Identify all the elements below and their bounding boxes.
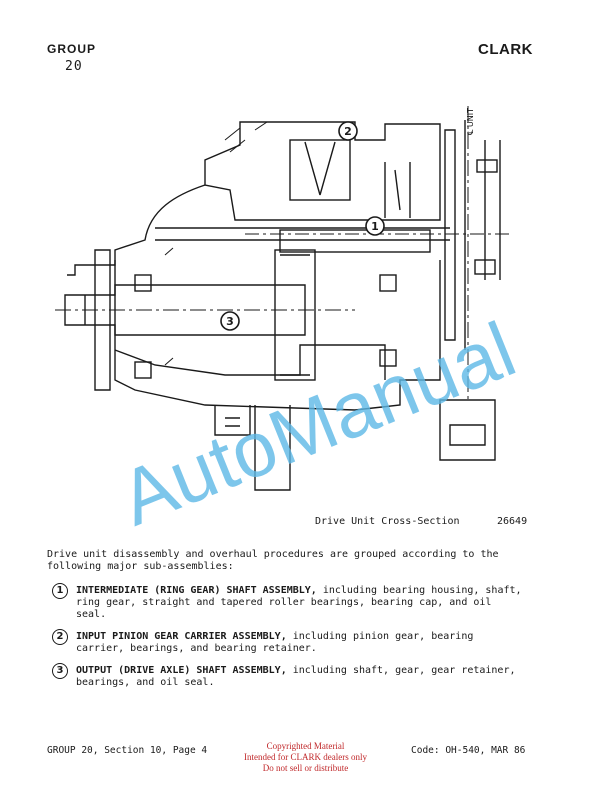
copyright-notice: Copyrighted Material Intended for CLARK … bbox=[228, 741, 383, 774]
callout-1 bbox=[365, 216, 385, 236]
housing-outline bbox=[204, 121, 441, 221]
item-title: OUTPUT (DRIVE AXLE) SHAFT ASSEMBLY, bbox=[76, 665, 287, 676]
item-text: including pinion gear, bearing carrier, … bbox=[76, 631, 474, 654]
group-label: GROUP bbox=[47, 42, 97, 56]
copyright-line: Do not sell or distribute bbox=[262, 763, 349, 773]
drive-unit-cross-section-drawing: 1 2 3 ℄ UNIT bbox=[55, 106, 510, 491]
item-text: including bearing housing, shaft, ring g… bbox=[76, 585, 522, 620]
item-text: including shaft, gear, gear retainer, be… bbox=[76, 665, 516, 688]
item-body: OUTPUT (DRIVE AXLE) SHAFT ASSEMBLY, incl… bbox=[76, 665, 526, 689]
clark-logo: CLARK bbox=[478, 41, 533, 58]
callout-2 bbox=[338, 121, 358, 141]
intro-paragraph: Drive unit disassembly and overhaul proc… bbox=[47, 549, 499, 572]
footer-code: Code: OH-540, MAR 86 bbox=[411, 745, 526, 756]
footer-page-reference: GROUP 20, Section 10, Page 4 bbox=[47, 745, 208, 756]
figure-number: 26649 bbox=[497, 516, 528, 527]
copyright-line: Copyrighted Material bbox=[266, 741, 345, 751]
figure-caption: Drive Unit Cross-Section bbox=[315, 516, 460, 527]
callout-1-label: 1 bbox=[371, 220, 379, 233]
item-body: INTERMEDIATE (RING GEAR) SHAFT ASSEMBLY,… bbox=[76, 585, 526, 621]
item-number-badge: 1 bbox=[52, 583, 68, 599]
item-title: INPUT PINION GEAR CARRIER ASSEMBLY, bbox=[76, 631, 287, 642]
item-title: INTERMEDIATE (RING GEAR) SHAFT ASSEMBLY, bbox=[76, 585, 317, 596]
copyright-line: Intended for CLARK dealers only bbox=[244, 752, 367, 762]
centerline-label: ℄ UNIT bbox=[466, 108, 475, 135]
callout-2-label: 2 bbox=[344, 125, 352, 138]
item-number-badge: 3 bbox=[52, 663, 68, 679]
group-number: 20 bbox=[65, 59, 83, 74]
item-number-badge: 2 bbox=[52, 629, 68, 645]
item-body: INPUT PINION GEAR CARRIER ASSEMBLY, incl… bbox=[76, 631, 526, 655]
callout-3-label: 3 bbox=[226, 315, 234, 328]
callout-3 bbox=[220, 311, 240, 331]
